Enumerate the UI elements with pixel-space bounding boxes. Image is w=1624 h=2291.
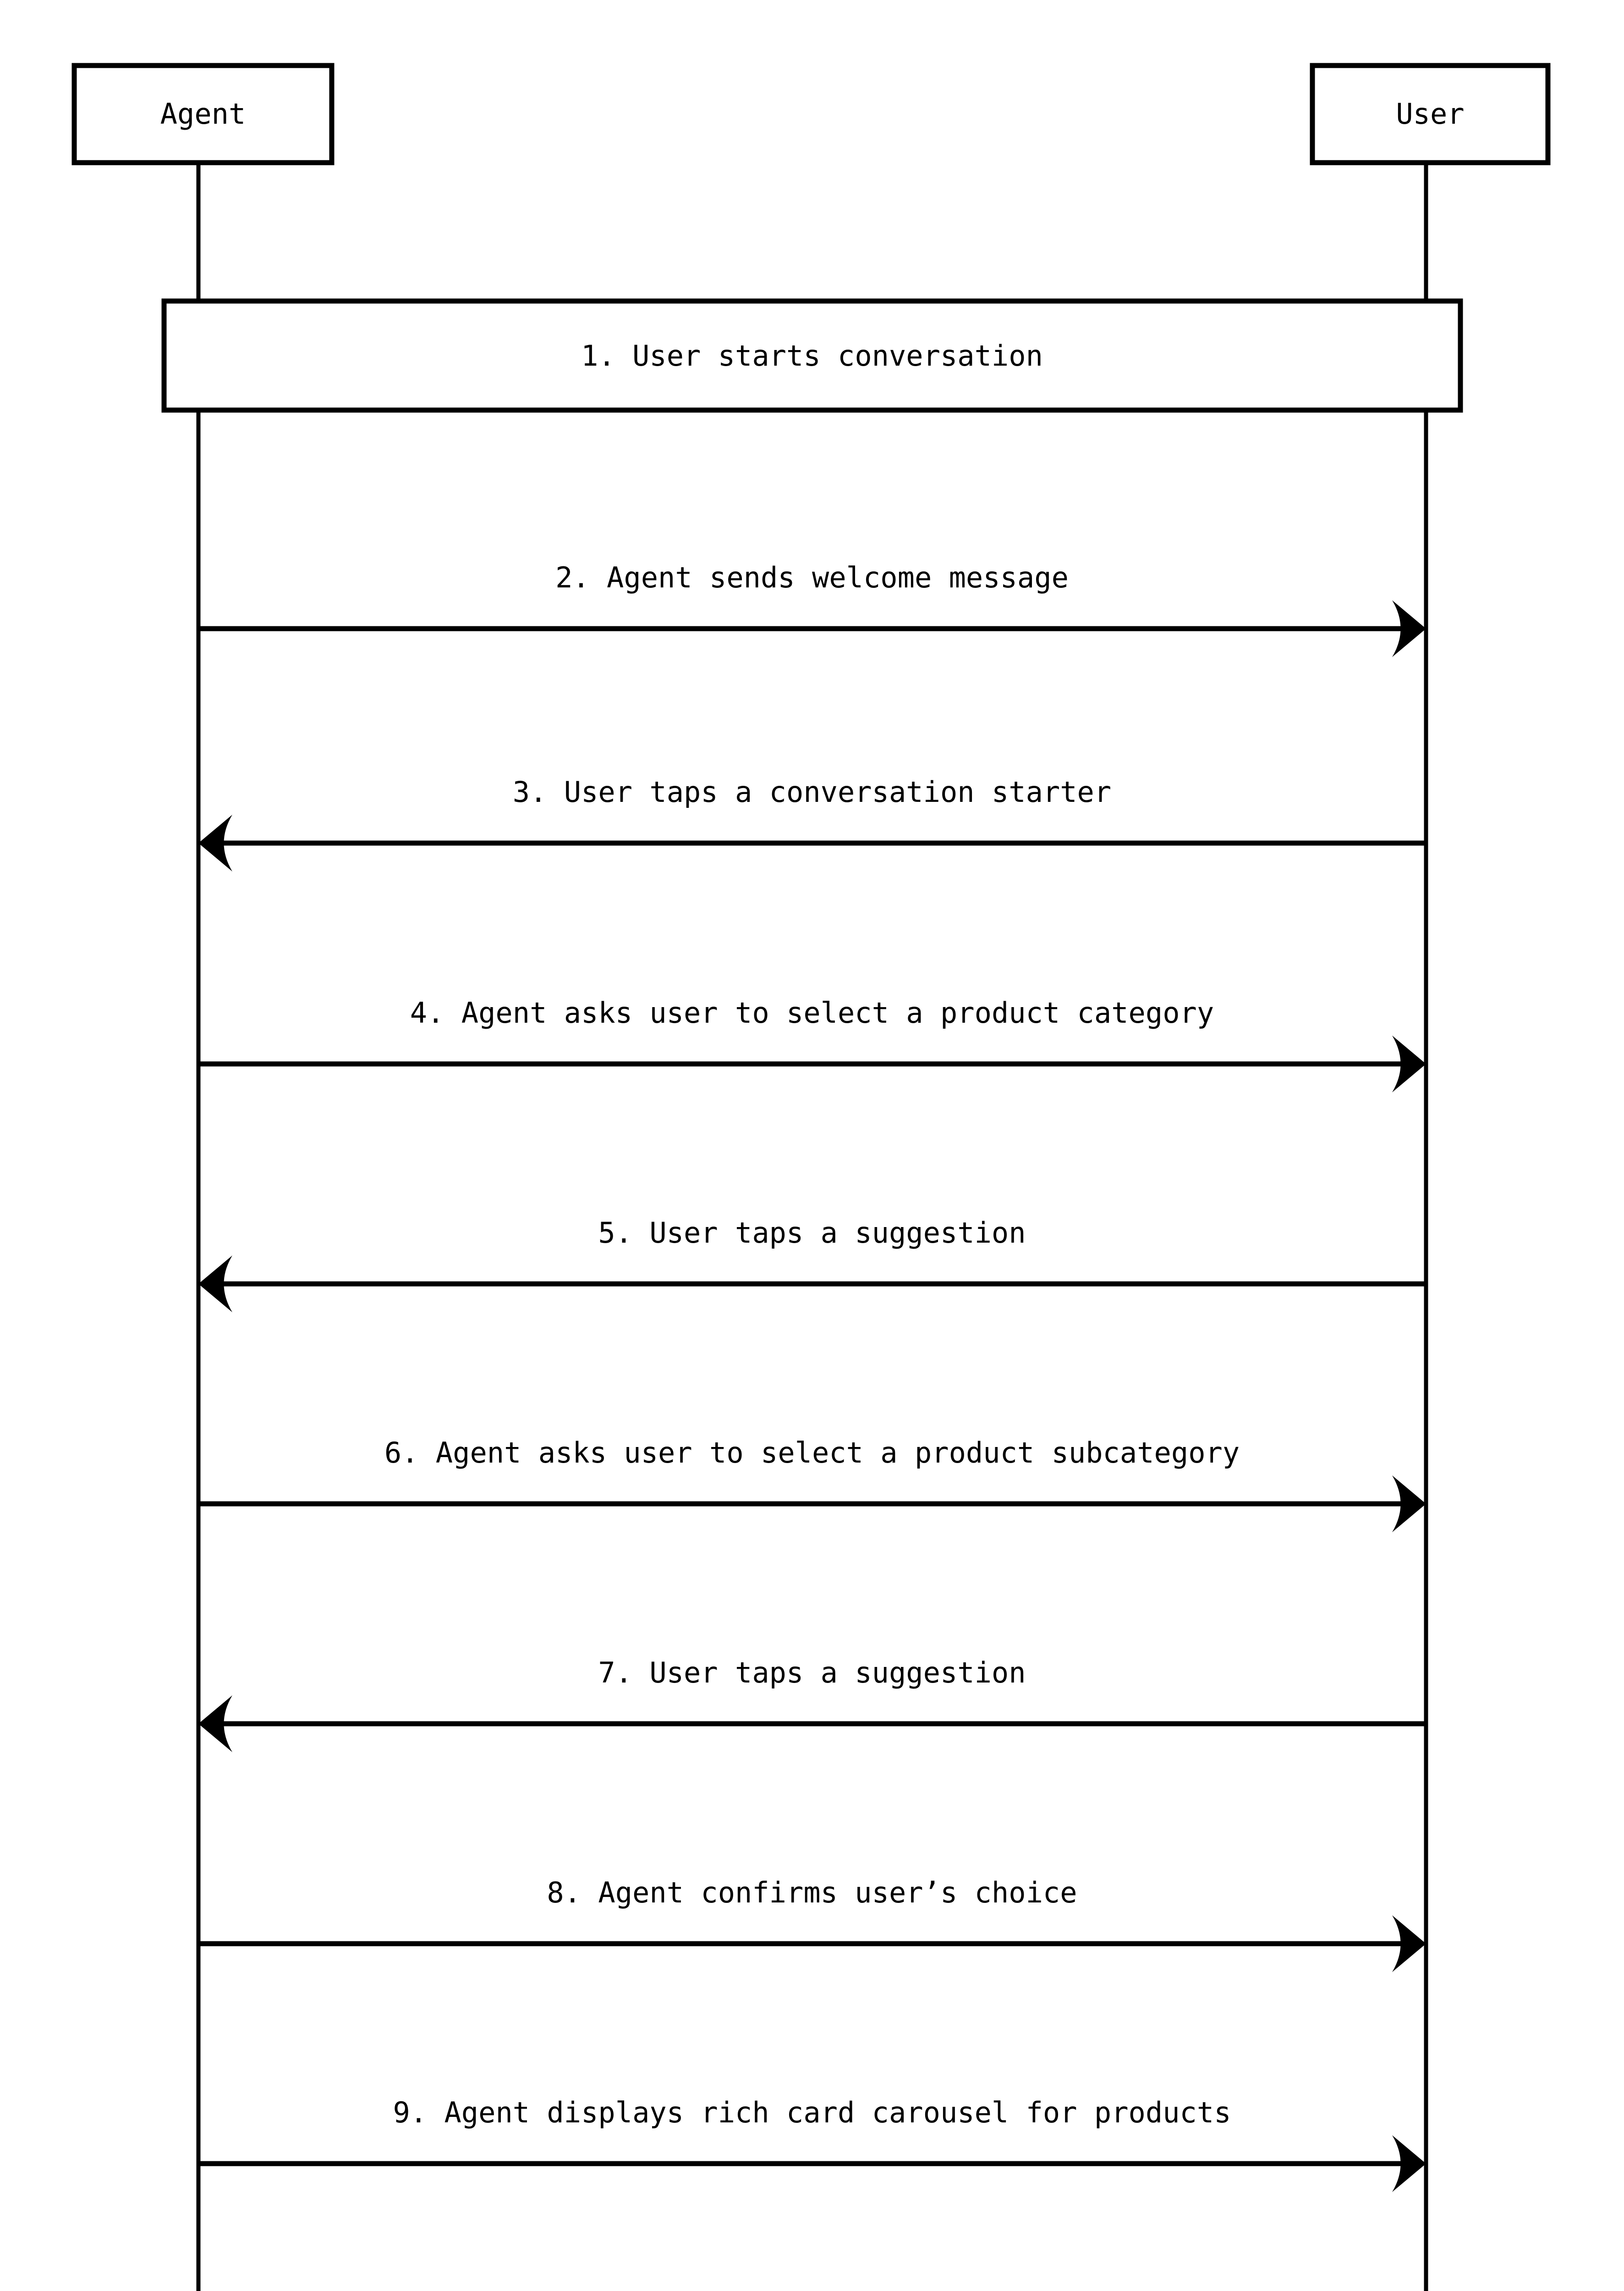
message-8: 8. Agent confirms user’s choice xyxy=(198,1876,1426,1972)
message-label-4: 4. Agent asks user to select a product c… xyxy=(410,996,1214,1030)
arrow-head-right-icon xyxy=(1392,2135,1426,2192)
note-text: 1. User starts conversation xyxy=(581,339,1043,373)
participant-box-agent-top xyxy=(71,63,335,165)
arrow-head-right-icon xyxy=(1392,1915,1426,1972)
participant-label-agent-top: Agent xyxy=(160,97,246,131)
message-label-3: 3. User taps a conversation starter xyxy=(513,775,1111,809)
message-3: 3. User taps a conversation starter xyxy=(198,775,1426,871)
notes-group: 1. User starts conversation xyxy=(161,298,1463,413)
participants-top-group: Agent User xyxy=(71,63,1551,165)
message-label-9: 9. Agent displays rich card carousel for… xyxy=(393,2096,1231,2129)
participant-user-top[interactable]: User xyxy=(1310,63,1551,165)
message-9: 9. Agent displays rich card carousel for… xyxy=(198,2096,1426,2192)
message-4: 4. Agent asks user to select a product c… xyxy=(198,996,1426,1092)
arrow-head-right-icon xyxy=(1392,1475,1426,1532)
message-label-6: 6. Agent asks user to select a product s… xyxy=(384,1436,1240,1469)
arrow-head-right-icon xyxy=(1392,600,1426,657)
arrow-head-left-icon xyxy=(198,1695,232,1752)
arrow-head-left-icon xyxy=(198,1255,232,1312)
message-2: 2. Agent sends welcome message xyxy=(198,561,1426,657)
messages-group: 2. Agent sends welcome message 3. User ta… xyxy=(198,561,1426,2192)
arrow-head-right-icon xyxy=(1392,1036,1426,1092)
note-note-1: 1. User starts conversation xyxy=(161,298,1463,413)
message-6: 6. Agent asks user to select a product s… xyxy=(198,1436,1426,1532)
arrow-head-left-icon xyxy=(198,815,232,871)
message-5: 5. User taps a suggestion xyxy=(198,1216,1426,1312)
message-label-7: 7. User taps a suggestion xyxy=(598,1656,1026,1689)
note-box xyxy=(161,298,1463,413)
message-label-5: 5. User taps a suggestion xyxy=(598,1216,1026,1250)
participant-agent-top[interactable]: Agent xyxy=(71,63,335,165)
participant-box-user-top xyxy=(1310,63,1551,165)
message-label-8: 8. Agent confirms user’s choice xyxy=(547,1876,1077,1909)
message-label-2: 2. Agent sends welcome message xyxy=(555,561,1069,594)
message-7: 7. User taps a suggestion xyxy=(198,1656,1426,1752)
lifelines-group xyxy=(196,163,1428,2291)
participant-label-user-top: User xyxy=(1396,97,1464,131)
